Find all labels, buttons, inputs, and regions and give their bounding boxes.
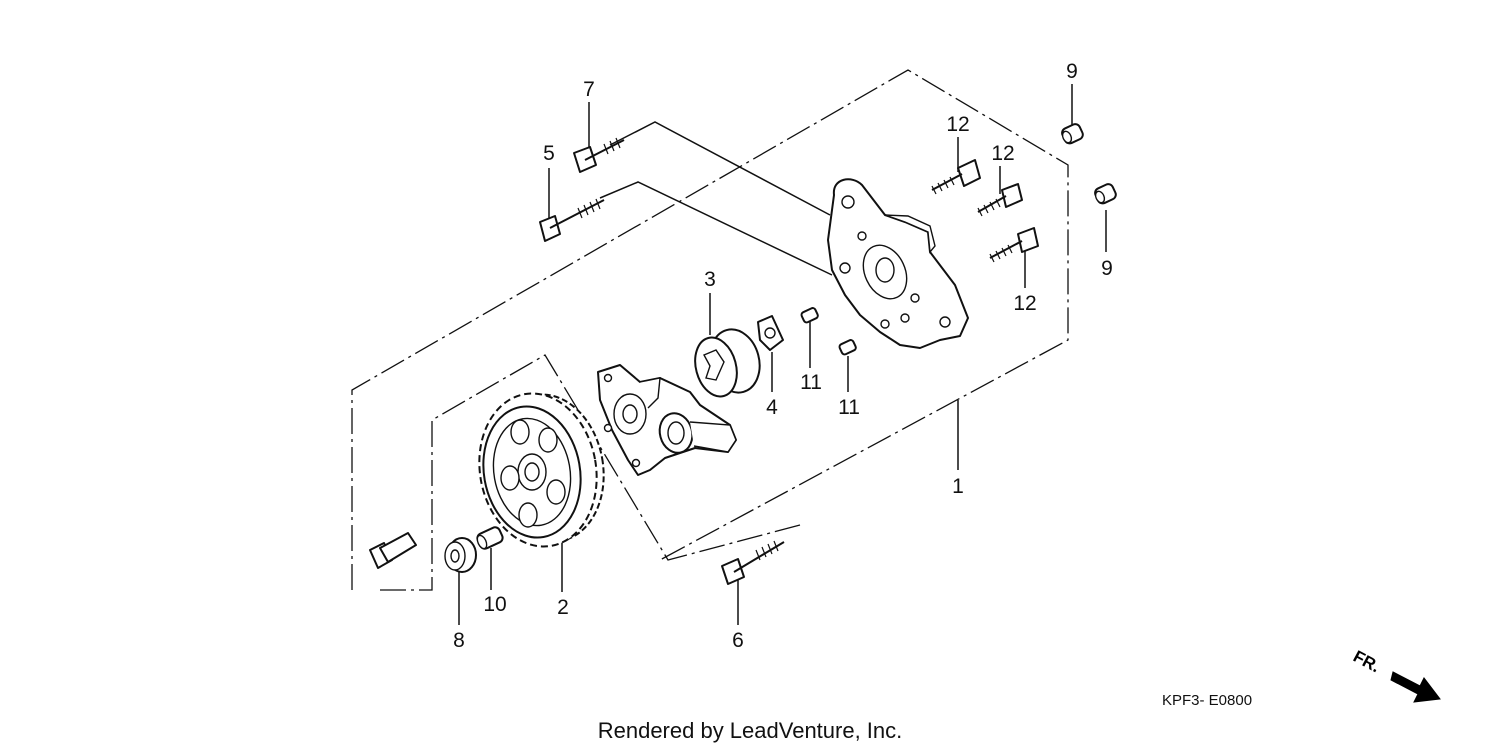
rotor-clip-4 <box>757 315 784 351</box>
bolt-12-middle <box>977 183 1023 217</box>
front-direction-indicator: FR. <box>1350 647 1441 703</box>
callout-12-middle: 12 <box>991 142 1014 165</box>
callout-5: 5 <box>543 142 555 165</box>
bolt-12-bottom <box>989 227 1039 263</box>
collar-9-upper <box>1061 123 1084 145</box>
front-arrow-icon <box>1390 671 1441 703</box>
callout-12-bottom: 12 <box>1013 292 1036 315</box>
callout-4: 4 <box>766 396 778 419</box>
dowel-pin-11-lower <box>838 339 857 356</box>
callout-3: 3 <box>704 268 716 291</box>
rotor-3 <box>694 328 761 398</box>
assembly-outline <box>351 69 1069 591</box>
callout-labels: 1 2 3 4 5 6 7 8 9 9 10 11 11 12 12 12 <box>453 60 1113 652</box>
callout-11-upper: 11 <box>800 371 822 394</box>
front-label: FR. <box>1350 647 1383 677</box>
dowel-10 <box>476 526 504 550</box>
pump-cover-plate <box>827 178 969 349</box>
callout-1: 1 <box>952 475 964 498</box>
bolt-7 <box>573 137 625 173</box>
collar-9-lower <box>1094 183 1117 205</box>
bolt-5 <box>539 198 605 242</box>
diagram-code: KPF3- E0800 <box>1162 692 1252 709</box>
bolt-12-top <box>931 159 981 195</box>
callout-9-lower: 9 <box>1101 257 1113 280</box>
bolt-6 <box>721 540 785 585</box>
callout-12-top: 12 <box>946 113 969 136</box>
callout-9-upper: 9 <box>1066 60 1078 83</box>
pump-body <box>597 364 737 476</box>
callout-6: 6 <box>732 629 744 652</box>
dowel-pin-11-upper <box>800 307 819 324</box>
bolt-lower-left <box>369 532 417 569</box>
collar-8 <box>444 537 477 573</box>
render-credit: Rendered by LeadVenture, Inc. <box>598 718 903 743</box>
callout-8: 8 <box>453 629 465 652</box>
callout-2: 2 <box>557 596 569 619</box>
driven-gear-2 <box>478 392 605 548</box>
leader-lines <box>458 84 1107 625</box>
callout-10: 10 <box>483 593 506 616</box>
callout-7: 7 <box>583 78 595 101</box>
callout-11-lower: 11 <box>838 396 860 419</box>
